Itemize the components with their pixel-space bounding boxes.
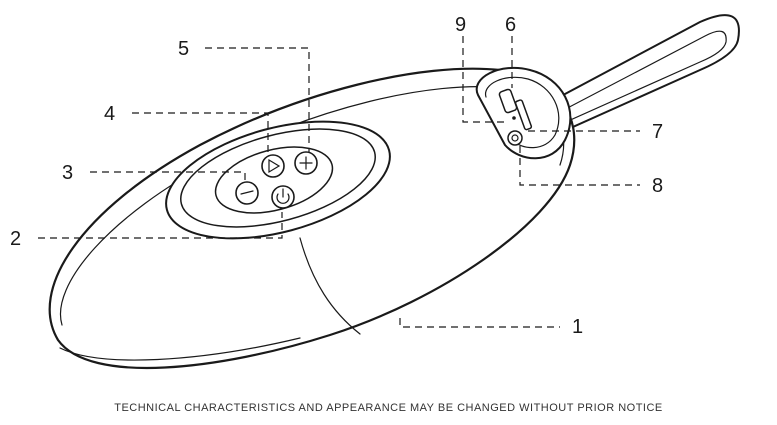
callout-3: 3 [62, 162, 73, 184]
callout-1: 1 [572, 316, 583, 338]
usb-port[interactable] [498, 88, 518, 114]
callout-7: 7 [652, 121, 663, 143]
card-slot[interactable] [514, 99, 533, 131]
callout-9: 9 [455, 14, 466, 36]
minus-button[interactable] [235, 181, 259, 205]
power-button[interactable] [271, 185, 295, 209]
aux-jack[interactable] [507, 130, 523, 146]
plus-button[interactable] [294, 151, 318, 175]
callout-8: 8 [652, 175, 663, 197]
callout-5: 5 [178, 38, 189, 60]
leader-lines [38, 36, 640, 328]
indicator-led [512, 116, 516, 120]
callout-2: 2 [10, 228, 21, 250]
lanyard-strap [519, 14, 740, 136]
callout-6: 6 [505, 14, 516, 36]
callout-4: 4 [104, 103, 115, 125]
disclaimer-notice: TECHNICAL CHARACTERISTICS AND APPEARANCE… [114, 402, 663, 414]
play-pause-button[interactable] [261, 154, 285, 178]
